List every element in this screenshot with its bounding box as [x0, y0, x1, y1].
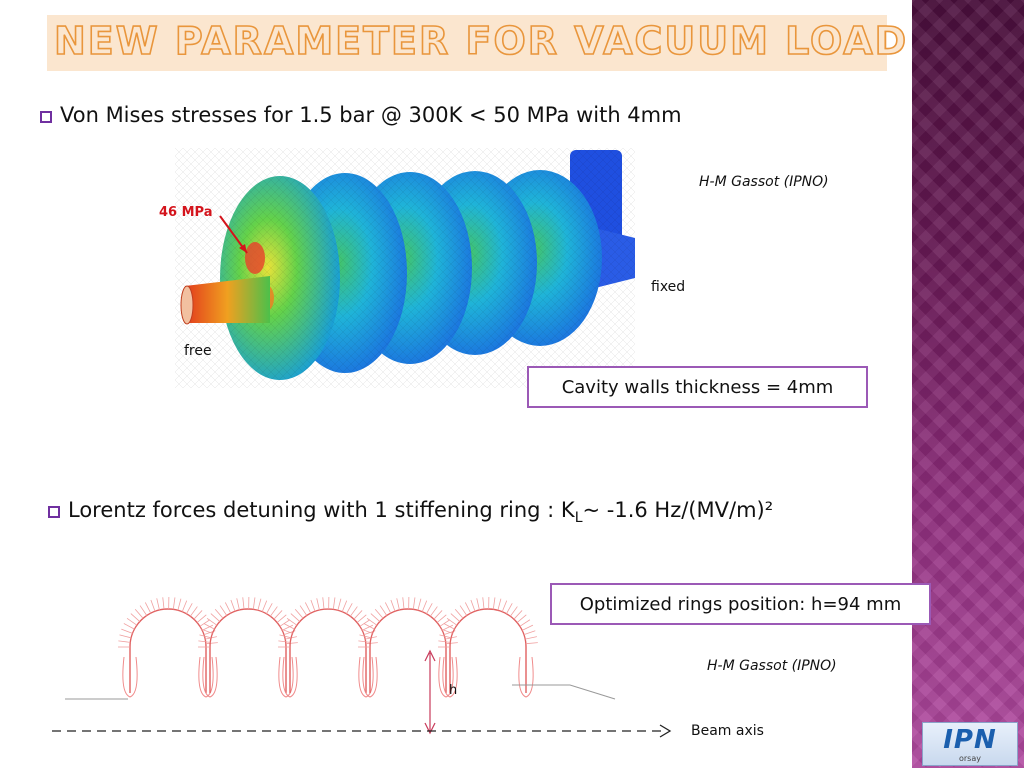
bullet-lorentz-text: Lorentz forces detuning with 1 stiffenin… [68, 498, 575, 522]
bullet-von-mises-text: Von Mises stresses for 1.5 bar @ 300K < … [60, 103, 682, 127]
right-pipe-wall [512, 684, 616, 700]
checkbox-bullet-icon [48, 506, 60, 518]
cavity-arch-5 [449, 608, 527, 693]
side-decoration-band [912, 0, 1024, 768]
bullet-lorentz-subscript: L [574, 510, 583, 526]
ipn-orsay-logo: IPN orsay [922, 722, 1018, 766]
figure1-credit: H-M Gassot (IPNO) [699, 174, 829, 190]
figure2-credit: H-M Gassot (IPNO) [707, 658, 837, 674]
bullet-lorentz-tail: ~ -1.6 Hz/(MV/m)² [582, 498, 774, 522]
cavity-cells-outline [118, 597, 538, 698]
stress-value-label: 46 MPa [159, 205, 213, 220]
ring-position-box: Optimized rings position: h=94 mm [550, 583, 931, 625]
cavity-arch-2 [209, 608, 287, 693]
slide-title: New parameter for vacuum load [53, 18, 909, 64]
beam-axis-arrowhead [659, 724, 672, 738]
cavity-arch-1 [129, 608, 207, 693]
cavity-arch-3 [289, 608, 367, 693]
cavity-arch-4 [369, 608, 447, 693]
free-end-label: free [184, 343, 212, 359]
left-beam-pipe [185, 276, 270, 323]
cavity-profile-diagram [52, 597, 672, 738]
title-bar [47, 15, 887, 71]
wall-thickness-box: Cavity walls thickness = 4mm [527, 366, 868, 408]
checkbox-bullet-icon [40, 111, 52, 123]
cavity-stress-simulation [175, 148, 635, 388]
h-label: h [449, 683, 458, 698]
beam-axis-label: Beam axis [691, 723, 764, 739]
bullet-lorentz: Lorentz forces detuning with 1 stiffenin… [48, 498, 773, 526]
fixed-end-label: fixed [651, 279, 686, 295]
bullet-von-mises: Von Mises stresses for 1.5 bar @ 300K < … [40, 103, 682, 127]
